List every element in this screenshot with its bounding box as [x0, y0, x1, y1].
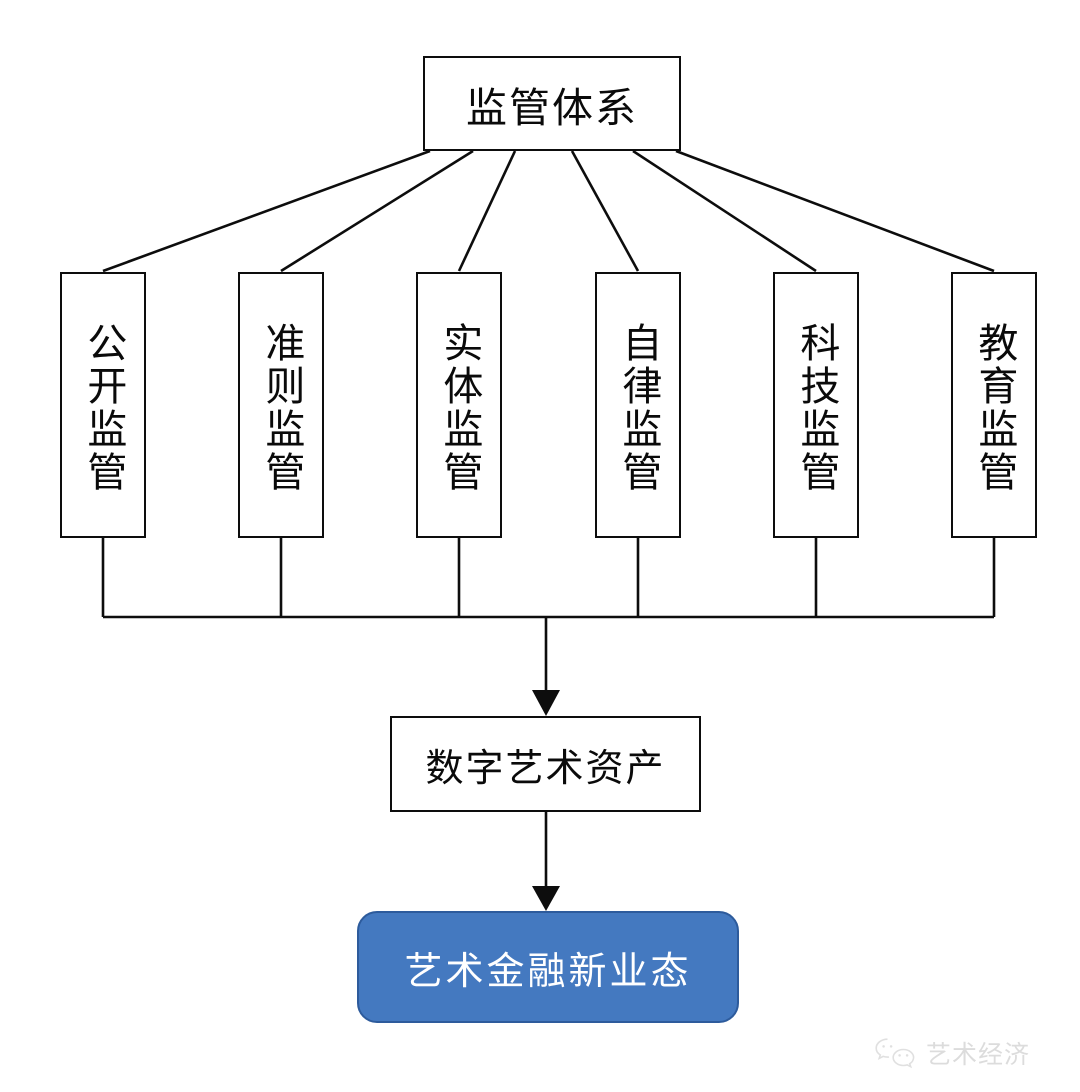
node-pillar-technology-supervision[interactable]: 科技监管 — [773, 272, 859, 538]
node-pillar-education-supervision[interactable]: 教育监管 — [951, 272, 1037, 538]
edge-root-to-pillar-3 — [457, 150, 517, 272]
node-regulatory-system[interactable]: 监管体系 — [423, 56, 681, 151]
node-pillar-label: 准则监管 — [258, 322, 305, 494]
edge-root-to-pillar-4 — [570, 150, 640, 272]
node-pillar-label: 科技监管 — [793, 322, 840, 494]
watermark: 艺术经济 — [872, 1030, 1072, 1076]
node-pillar-label: 教育监管 — [971, 322, 1018, 494]
node-pillar-self-discipline-supervision[interactable]: 自律监管 — [595, 272, 681, 538]
watermark-text: 艺术经济 — [926, 1040, 1031, 1069]
node-root-label: 监管体系 — [466, 83, 638, 132]
node-pillar-entity-supervision[interactable]: 实体监管 — [416, 272, 502, 538]
edge-root-to-pillar-6 — [675, 149, 995, 273]
node-pillar-standards-supervision[interactable]: 准则监管 — [238, 272, 324, 538]
edge-root-to-pillar-2 — [280, 149, 474, 273]
node-pillar-label: 实体监管 — [436, 322, 483, 494]
node-art-finance-new-format[interactable]: 艺术金融新业态 — [357, 911, 739, 1023]
node-outcome-label: 艺术金融新业态 — [404, 948, 692, 993]
arrowhead-to-outcome — [532, 886, 560, 911]
wechat-icon — [872, 1036, 918, 1070]
node-pillar-public-supervision[interactable]: 公开监管 — [60, 272, 146, 538]
node-pillar-label: 自律监管 — [615, 322, 662, 494]
edge-root-to-pillar-1 — [102, 149, 431, 273]
node-digital-art-assets[interactable]: 数字艺术资产 — [390, 716, 701, 812]
edge-root-to-pillar-5 — [632, 149, 817, 273]
node-asset-label: 数字艺术资产 — [425, 745, 666, 790]
node-pillar-label: 公开监管 — [80, 322, 127, 494]
arrowhead-to-asset — [532, 690, 560, 716]
